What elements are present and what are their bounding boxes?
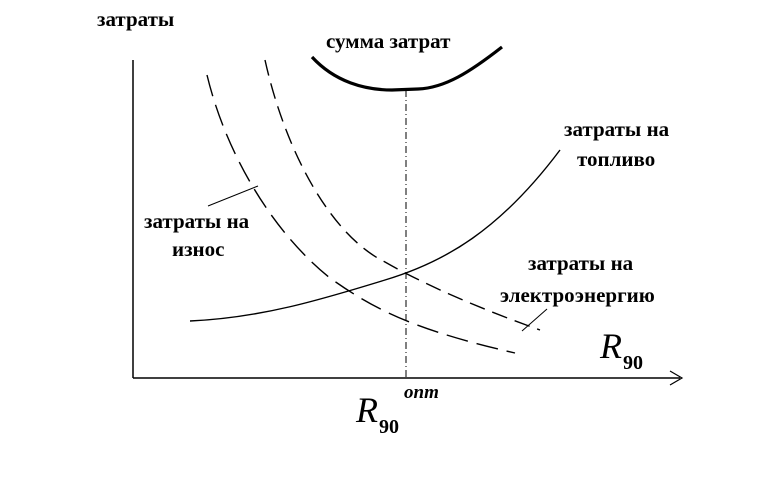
electricity-cost-leader: [521, 308, 548, 332]
electricity-cost-label-line2: электроэнергию: [500, 283, 655, 307]
wear-cost-curve: [206, 74, 516, 354]
optimum-superscript: опт: [404, 382, 439, 403]
optimum-symbol: R: [355, 390, 378, 430]
total-cost-label: сумма затрат: [326, 29, 451, 53]
wear-cost-leader: [207, 185, 259, 207]
x-axis-symbol: R: [599, 326, 622, 366]
wear-cost-label-line2: износ: [172, 237, 224, 261]
fuel-cost-label-line1: затраты на: [564, 117, 670, 141]
x-axis-subscript: 90: [623, 352, 643, 374]
x-axis-arrowhead: [669, 370, 684, 386]
total-cost-curve: [310, 45, 503, 92]
y-axis-label: затраты: [97, 7, 174, 31]
electricity-cost-curve: [264, 59, 541, 331]
wear-cost-label-line1: затраты на: [144, 209, 250, 233]
fuel-cost-curve: [189, 149, 561, 322]
electricity-cost-label-line1: затраты на: [528, 251, 634, 275]
optimum-subscript: 90: [379, 416, 399, 438]
fuel-cost-label-line2: топливо: [577, 147, 655, 171]
